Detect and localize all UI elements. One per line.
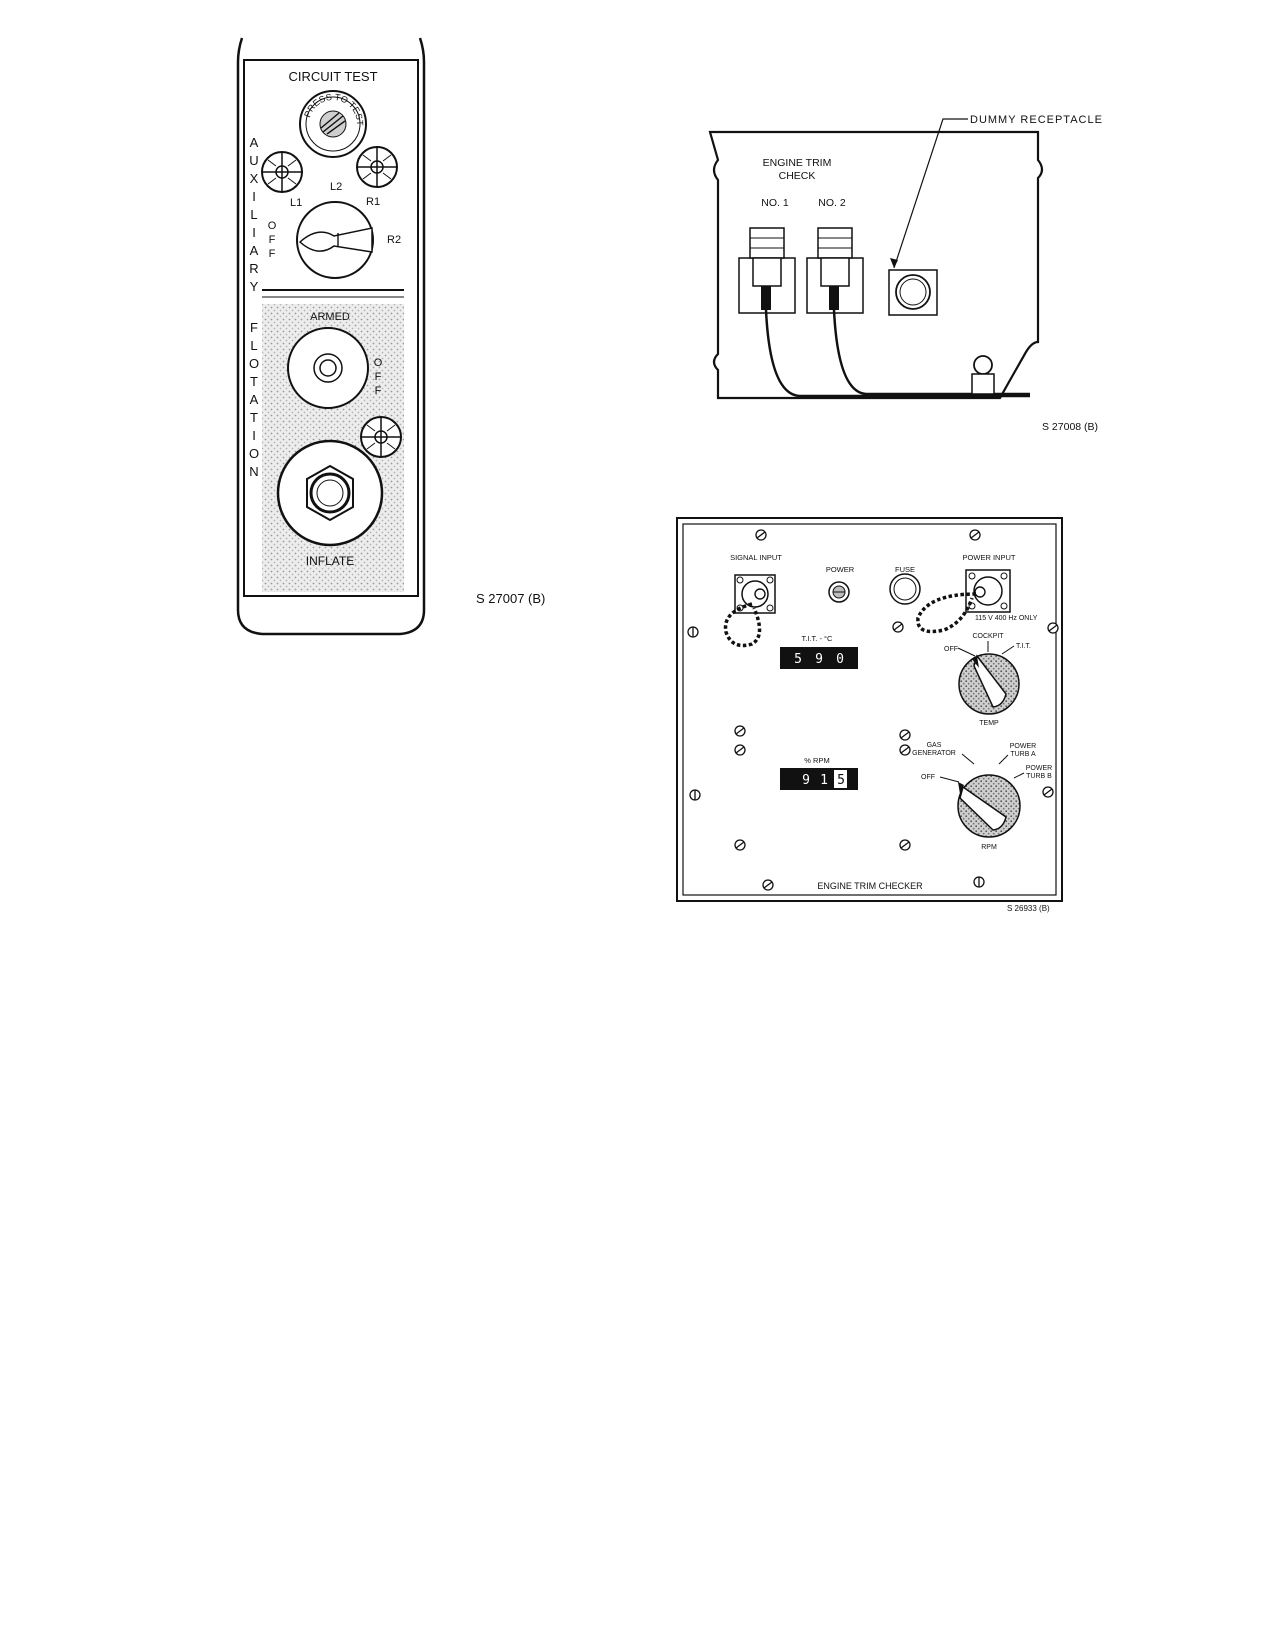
engine-trim-check-title-1: ENGINE TRIM (763, 157, 832, 169)
indicator-light-left (261, 151, 303, 193)
armed-off-label: OFF (372, 357, 384, 399)
fuse-label: FUSE (895, 565, 915, 574)
selector-label-off: OFF (266, 220, 278, 262)
circuit-test-title: CIRCUIT TEST (288, 69, 377, 84)
power-indicator-lamp (828, 581, 850, 603)
inflate-label: INFLATE (306, 554, 354, 568)
flotation-vertical-label: FLOTATION (247, 320, 262, 482)
flotation-selector-knob[interactable] (296, 201, 374, 279)
cable-no2 (832, 309, 1030, 396)
armed-switch[interactable] (287, 327, 369, 409)
panel-screws (687, 529, 1059, 891)
indicator-light-flotation (360, 416, 402, 458)
receptacle-no2-label: NO. 2 (818, 197, 846, 209)
temp-off-label: OFF (944, 646, 958, 653)
receptacle-panel-outline (708, 130, 1044, 400)
figure1-reference: S 27007 (B) (476, 591, 545, 606)
indicator-light-right (356, 146, 398, 188)
rpm-digit-2: 1 (820, 773, 828, 788)
dummy-receptacle-callout: DUMMY RECEPTACLE (970, 114, 1103, 126)
panel-outline (236, 37, 426, 636)
selector-label-l1: L1 (290, 197, 302, 209)
power-turb-a-label-1: POWER (1010, 743, 1036, 750)
panel-inner-frame (243, 59, 419, 597)
cable-clamp (971, 355, 995, 395)
checker-inner-frame (682, 523, 1057, 896)
gas-generator-label-1: GAS (927, 742, 942, 749)
power-lamp-label: POWER (826, 565, 855, 574)
rpm-selector-label: RPM (981, 844, 997, 851)
armed-label: ARMED (310, 311, 350, 323)
receptacle-no1-label: NO. 1 (761, 197, 789, 209)
tit-digit-2: 9 (815, 652, 823, 667)
temp-tit-label: T.I.T. (1016, 643, 1031, 650)
connector-no1[interactable] (738, 227, 796, 314)
power-turb-b-label-2: TURB B (1026, 773, 1052, 780)
tit-digit-1: 5 (794, 652, 802, 667)
gas-generator-label-2: GENERATOR (912, 750, 956, 757)
power-turb-b-label-1: POWER (1026, 765, 1052, 772)
rpm-readout-label: % RPM (804, 756, 829, 765)
rpm-off-label: OFF (921, 774, 935, 781)
selector-label-r2: R2 (387, 234, 401, 246)
auxiliary-vertical-label: AUXILIARY (247, 135, 262, 297)
selector-label-r1: R1 (366, 196, 380, 208)
flotation-panel-figure: CIRCUIT TEST PRESS TO TEST AUXILIARY L2 (236, 37, 545, 636)
rpm-digital-readout: 9 1 5 (780, 768, 858, 790)
connector-no2[interactable] (806, 227, 864, 314)
rpm-selector-knob[interactable] (939, 753, 1025, 838)
power-input-connector[interactable] (965, 569, 1011, 613)
temp-cockpit-label: COCKPIT (972, 633, 1004, 640)
signal-input-connector[interactable] (734, 574, 776, 614)
temp-selector-knob[interactable] (957, 641, 1020, 715)
checker-outer-frame (676, 517, 1063, 902)
signal-input-chain (723, 602, 762, 648)
press-to-test-button[interactable]: PRESS TO TEST (299, 90, 367, 158)
figure2-reference: S 27008 (B) (1042, 421, 1098, 433)
dummy-receptacle (888, 269, 938, 316)
engine-trim-check-title-2: CHECK (779, 170, 816, 182)
callout-leader (893, 118, 968, 269)
tit-label: T.I.T. - °C (802, 634, 833, 643)
temp-label: TEMP (979, 720, 999, 727)
cable-no1 (764, 309, 1030, 398)
tit-digital-readout: 5 9 0 (780, 647, 858, 669)
engine-trim-checker-figure: SIGNAL INPUT POWER FUSE POWER INPUT (676, 517, 1063, 913)
signal-input-label: SIGNAL INPUT (730, 553, 782, 562)
tit-digit-3: 0 (836, 652, 844, 667)
fuse-holder[interactable] (889, 573, 921, 605)
engine-trim-check-figure: DUMMY RECEPTACLE ENGINE TRIM CHECK NO. 1… (708, 114, 1103, 433)
inflate-handle[interactable] (276, 439, 384, 547)
figure3-reference: S 26933 (B) (1007, 904, 1050, 913)
rpm-digit-1: 9 (802, 773, 810, 788)
rpm-digit-3: 5 (837, 773, 845, 788)
power-input-label: POWER INPUT (963, 553, 1016, 562)
engine-trim-checker-title: ENGINE TRIM CHECKER (817, 881, 923, 891)
power-input-chain (916, 592, 977, 634)
power-input-note: 115 V 400 Hz ONLY (975, 615, 1038, 622)
power-turb-a-label-2: TURB A (1010, 751, 1036, 758)
selector-label-l2: L2 (330, 181, 342, 193)
